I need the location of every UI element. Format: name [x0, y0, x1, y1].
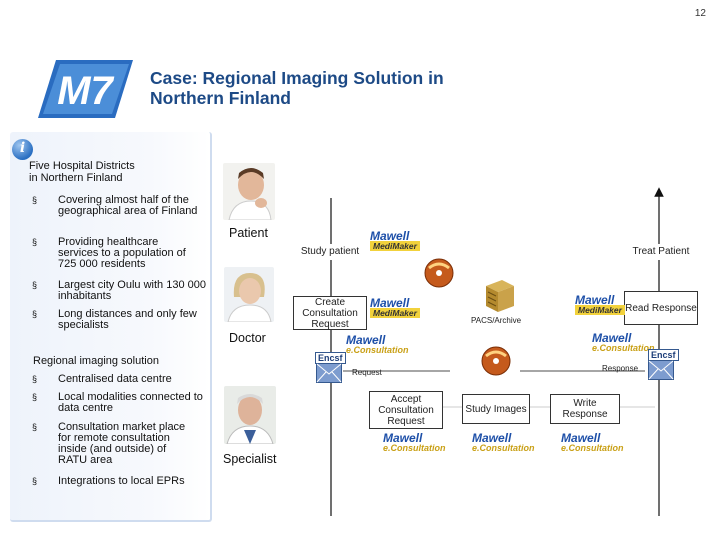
list-item-text: Providing healthcare services to a popul… — [58, 236, 186, 270]
study-images-step: Study Images — [462, 394, 530, 424]
bullet-icon: § — [32, 237, 38, 247]
panel-heading-line2: in Northern Finland — [29, 172, 123, 184]
mawell-econsult-brand: Mawell e.Consultation — [472, 431, 535, 453]
mawell-econsult-brand: Mawell e.Consultation — [346, 333, 409, 355]
brand-mawell: Mawell — [346, 333, 386, 347]
bullet-icon: § — [32, 195, 38, 205]
write-response-step: Write Response — [550, 394, 620, 424]
brand-medimaker: MediMaker — [370, 241, 420, 251]
read-response-step: Read Response — [624, 291, 698, 325]
list-item-text: Covering almost half of the geographical… — [58, 194, 198, 217]
brand-econsultation: e.Consultation — [472, 443, 535, 453]
envelope-icon — [316, 363, 342, 383]
bullet-icon: § — [32, 309, 38, 319]
brand-medimaker: MediMaker — [370, 308, 420, 318]
server-archive-icon — [486, 280, 514, 312]
mawell-econsult-brand: Mawell e.Consultation — [592, 331, 655, 353]
bullet-icon: § — [32, 392, 38, 402]
logo-m7: M7 — [38, 60, 133, 118]
role-doctor: Doctor — [229, 331, 266, 345]
page-number: 12 — [694, 8, 706, 19]
list-item-text: Local modalities connected to data centr… — [58, 391, 203, 414]
study-patient-step: Study patient — [293, 244, 367, 260]
brand-econsultation: e.Consultation — [346, 345, 409, 355]
panel-heading: Five Hospital Districts in Northern Finl… — [29, 160, 199, 184]
list-item-text: Integrations to local EPRs — [58, 475, 185, 487]
brand-mawell: Mawell — [472, 431, 512, 445]
list-item: § Providing healthcare services to a pop… — [32, 236, 193, 270]
specialist-photo — [224, 386, 276, 444]
list-item-text: Largest city Oulu with 130 000 inhabitan… — [58, 279, 206, 302]
brand-econsultation: e.Consultation — [592, 343, 655, 353]
brand-econsultation: e.Consultation — [383, 443, 446, 453]
mawell-medimaker-brand: Mawell MediMaker — [370, 296, 420, 318]
pacs-archive-label: PACS/Archive — [471, 316, 522, 325]
list-item: § Local modalities connected to data cen… — [32, 391, 208, 414]
bullet-icon: § — [32, 280, 38, 290]
create-request-step: Create Consultation Request — [293, 296, 367, 330]
info-icon: i — [12, 139, 33, 160]
page-title: Case: Regional Imaging Solution in North… — [150, 68, 570, 108]
brand-mawell: Mawell — [370, 296, 410, 310]
list-item: § Largest city Oulu with 130 000 inhabit… — [32, 279, 208, 302]
mawell-medimaker-brand: Mawell MediMaker — [575, 293, 625, 315]
role-specialist: Specialist — [223, 452, 277, 466]
brand-mawell: Mawell — [575, 293, 615, 307]
section2-heading: Regional imaging solution — [33, 355, 159, 367]
list-item: § Centralised data centre — [32, 373, 208, 385]
bullet-icon: § — [32, 374, 38, 384]
brand-mawell: Mawell — [383, 431, 423, 445]
cd-disc-icon — [424, 258, 454, 288]
list-item: § Integrations to local EPRs — [32, 475, 208, 487]
list-item-text: Consultation market place for remote con… — [58, 421, 186, 466]
treat-patient-step: Treat Patient — [626, 244, 696, 260]
list-item: § Covering almost half of the geographic… — [32, 194, 208, 217]
panel-heading-line1: Five Hospital Districts — [29, 160, 135, 172]
response-label: Response — [602, 364, 639, 373]
mawell-medimaker-brand: Mawell MediMaker — [370, 229, 420, 251]
list-item: § Long distances and only few specialist… — [32, 308, 198, 331]
list-item: § Consultation market place for remote c… — [32, 421, 188, 466]
mawell-econsult-brand: Mawell e.Consultation — [561, 431, 624, 453]
request-label: Request — [352, 368, 382, 377]
patient-photo — [223, 163, 275, 220]
accept-request-step: Accept Consultation Request — [369, 391, 443, 429]
mawell-econsult-brand: Mawell e.Consultation — [383, 431, 446, 453]
bullet-icon: § — [32, 422, 38, 432]
logo-text: M7 — [57, 69, 114, 113]
title-line-1: Case: Regional Imaging Solution in — [150, 68, 444, 88]
brand-econsultation: e.Consultation — [561, 443, 624, 453]
info-panel — [10, 132, 212, 522]
brand-mawell: Mawell — [561, 431, 601, 445]
brand-mawell: Mawell — [592, 331, 632, 345]
envelope-icon — [648, 360, 674, 380]
bullet-icon: § — [32, 476, 38, 486]
list-item-text: Centralised data centre — [58, 373, 172, 385]
doctor-photo — [224, 267, 274, 322]
title-line-2: Northern Finland — [150, 88, 291, 108]
brand-mawell: Mawell — [370, 229, 410, 243]
role-patient: Patient — [229, 226, 268, 240]
list-item-text: Long distances and only few specialists — [58, 308, 197, 331]
cd-disc-icon — [481, 346, 511, 376]
brand-medimaker: MediMaker — [575, 305, 625, 315]
